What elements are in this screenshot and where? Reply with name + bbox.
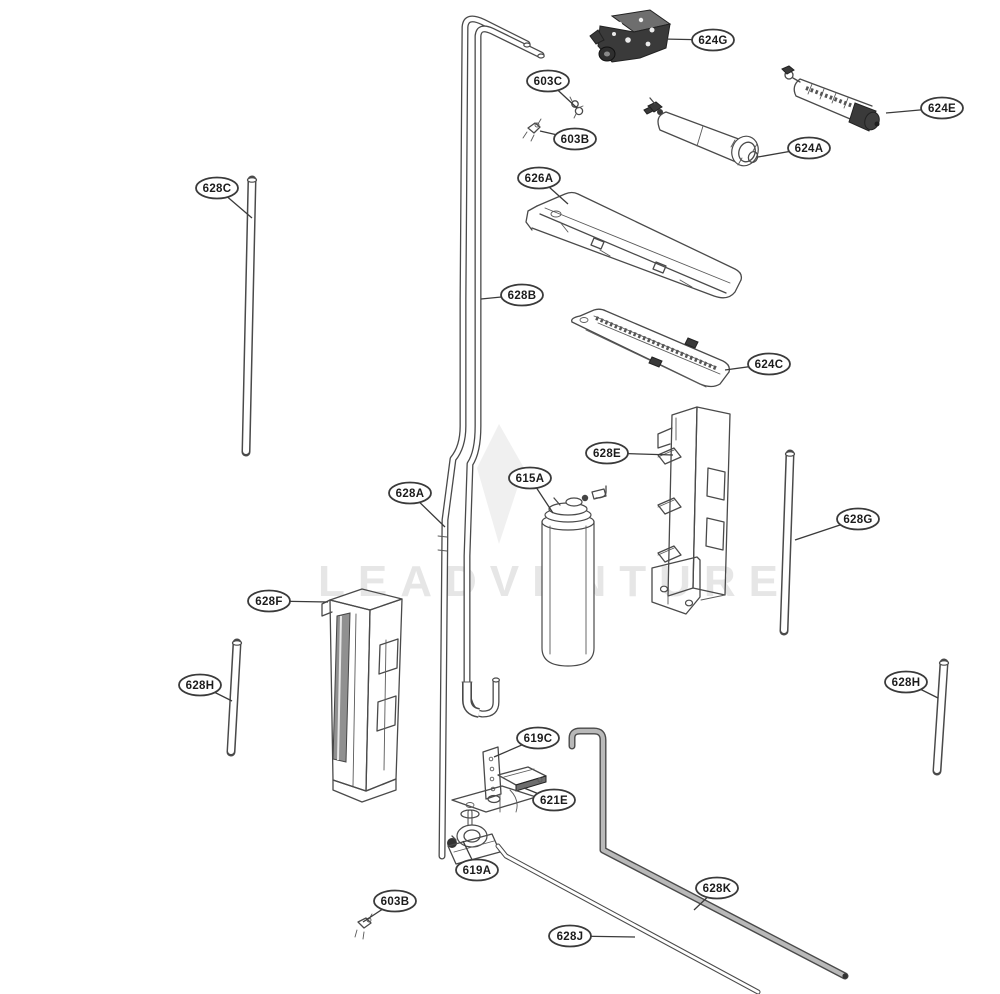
part-628f-bracket xyxy=(321,588,403,803)
callout-619a: 619A xyxy=(455,840,499,882)
callout-oval xyxy=(553,127,597,151)
callout-oval xyxy=(455,858,499,882)
callout-oval xyxy=(516,726,560,750)
watermark-logo-mark xyxy=(477,424,524,544)
callout-621e: 621E xyxy=(523,787,576,812)
callout-oval xyxy=(178,673,222,697)
callout-label: 624E xyxy=(928,103,956,115)
callout-624c: 624C xyxy=(724,352,791,376)
callout-oval xyxy=(388,481,432,505)
callout-label: 628E xyxy=(593,448,621,460)
callout-label: 628A xyxy=(396,488,425,500)
callout-label: 626A xyxy=(525,173,554,185)
part-628j-tube xyxy=(495,843,761,994)
callout-628b: 628B xyxy=(480,283,544,307)
callout-label: 628K xyxy=(703,883,732,895)
callout-label: 624A xyxy=(795,143,824,155)
callout-oval xyxy=(884,670,928,694)
part-624e-damper xyxy=(781,65,880,132)
callout-626a: 626A xyxy=(517,166,569,205)
callout-label: 621E xyxy=(540,795,568,807)
callout-oval xyxy=(373,889,417,913)
callout-oval xyxy=(836,507,880,531)
callout-label: 628H xyxy=(892,677,921,689)
callout-603b: 603B xyxy=(539,127,597,151)
callout-label: 619C xyxy=(524,733,553,745)
part-624c-cover xyxy=(571,308,731,388)
callout-628h-2: 628H xyxy=(884,670,939,699)
part-603c-screw xyxy=(569,96,584,119)
callout-oval xyxy=(747,352,791,376)
part-624a-motor xyxy=(643,97,759,167)
callout-layer: 624G 603C 603B 624E 624A 626A 628C 628B 624C 628E… xyxy=(178,28,964,948)
callout-oval xyxy=(500,283,544,307)
callout-label: 624C xyxy=(755,359,784,371)
part-628h-rod-right xyxy=(932,658,950,776)
callout-oval xyxy=(691,28,735,52)
callout-oval xyxy=(532,788,576,812)
callout-oval xyxy=(508,466,552,490)
part-619-valve-assembly xyxy=(447,746,547,865)
part-628g-rod xyxy=(779,449,796,636)
callout-oval xyxy=(695,876,739,900)
callout-619c: 619C xyxy=(493,726,560,758)
callout-label: 628G xyxy=(843,514,872,526)
callout-624e: 624E xyxy=(885,96,964,120)
callout-oval xyxy=(526,69,570,93)
callout-oval xyxy=(787,136,831,160)
part-626a-rail xyxy=(525,191,743,299)
part-603b-clip-top xyxy=(522,118,542,142)
part-615a-drier xyxy=(541,485,607,667)
callout-oval xyxy=(517,166,561,190)
part-628a-628b-tube-assembly xyxy=(437,15,545,860)
callout-615a: 615A xyxy=(508,466,554,514)
callout-628e: 628E xyxy=(585,441,674,465)
part-628k-tube xyxy=(568,727,849,980)
callout-label: 628J xyxy=(557,931,584,943)
callout-label: 624G xyxy=(698,35,727,47)
callout-624a: 624A xyxy=(757,136,831,160)
part-628c-rod xyxy=(241,175,258,457)
part-628e-bracket xyxy=(651,406,731,615)
callout-label: 603C xyxy=(534,76,563,88)
callout-label: 603B xyxy=(561,134,590,146)
callout-label: 628F xyxy=(255,596,282,608)
part-624g-hinge xyxy=(589,9,672,63)
callout-label: 628C xyxy=(203,183,232,195)
part-628h-rod-left xyxy=(226,638,243,757)
callout-label: 628B xyxy=(508,290,537,302)
callout-oval xyxy=(548,924,592,948)
callout-label: 615A xyxy=(516,473,545,485)
callout-628c: 628C xyxy=(195,176,253,219)
callout-label: 628H xyxy=(186,680,215,692)
callout-628g: 628G xyxy=(794,507,880,541)
callout-oval xyxy=(585,441,629,465)
callout-628j: 628J xyxy=(548,924,636,948)
callout-628h: 628H xyxy=(178,673,233,702)
callout-628f: 628F xyxy=(247,589,329,613)
callout-603c: 603C xyxy=(526,69,578,109)
callout-628k: 628K xyxy=(693,876,739,911)
callout-oval xyxy=(920,96,964,120)
callout-label: 603B xyxy=(381,896,410,908)
callout-603b-2: 603B xyxy=(362,889,417,923)
callout-label: 619A xyxy=(463,865,492,877)
callout-628a: 628A xyxy=(388,481,446,528)
callout-oval xyxy=(247,589,291,613)
callout-624g: 624G xyxy=(661,28,735,52)
callout-oval xyxy=(195,176,239,200)
